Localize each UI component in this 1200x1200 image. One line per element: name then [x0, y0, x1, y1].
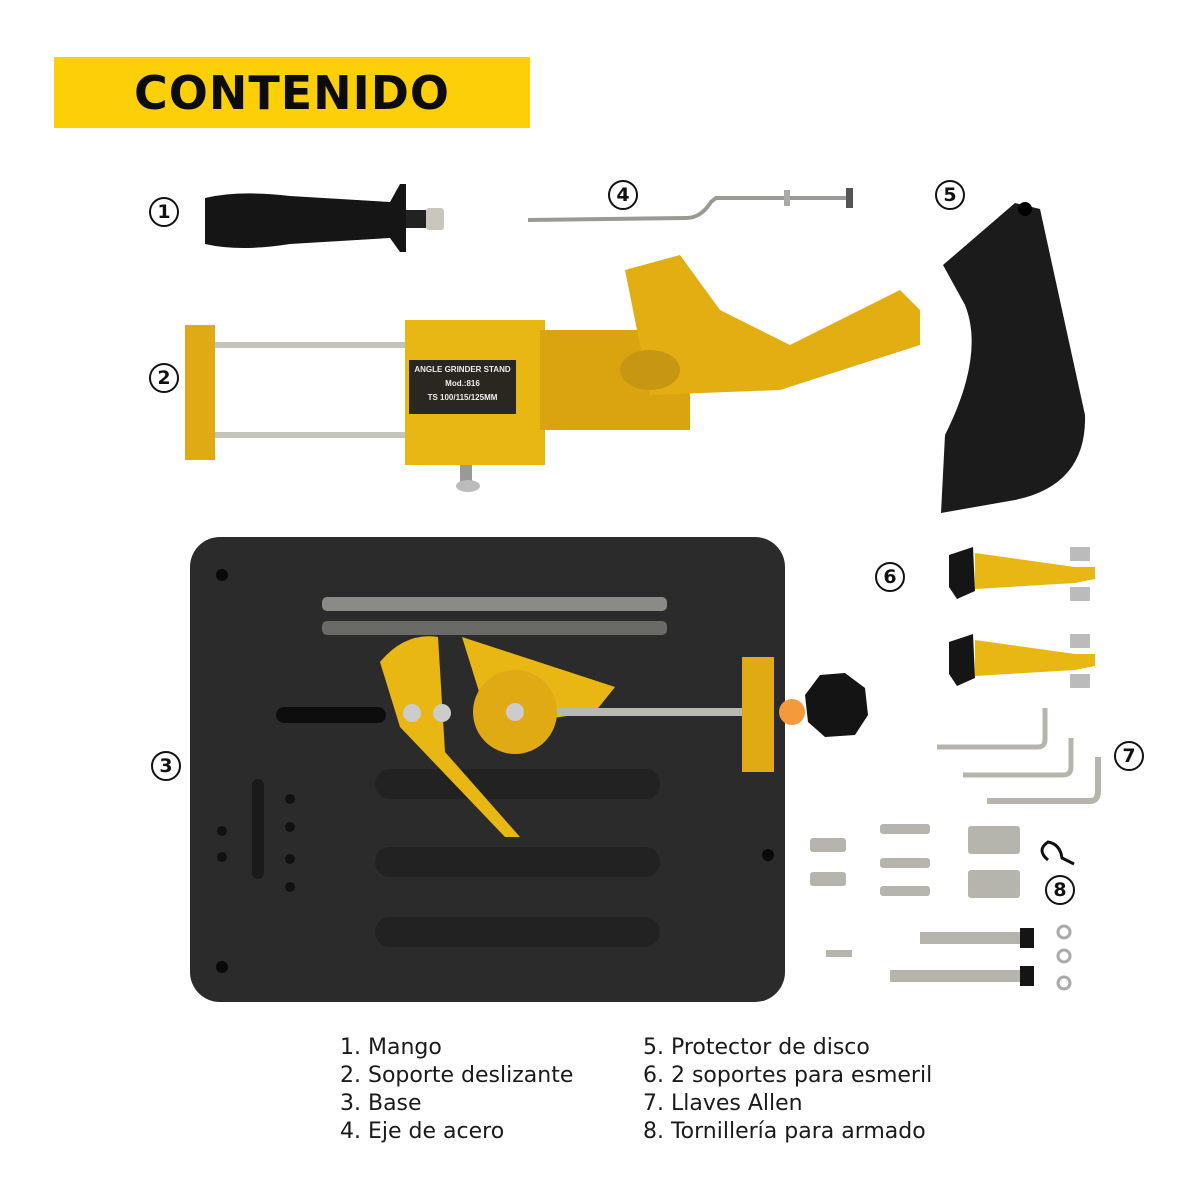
base-image — [190, 537, 805, 1002]
marker-3: 3 — [151, 751, 181, 781]
steel-rod-image — [527, 188, 853, 222]
header-banner: CONTENIDO — [54, 57, 530, 128]
legend-item-2: 2. Soporte deslizante — [340, 1063, 574, 1088]
grinder-support-image-2 — [949, 634, 1095, 688]
knob-icon — [805, 673, 868, 737]
legend-left: 1. Mango 2. Soporte deslizante 3. Base 4… — [340, 1034, 573, 1146]
disc-guard-image — [941, 202, 1086, 513]
product-label-size: TS 100/115/125MM — [427, 393, 498, 402]
legend-item-3: 3. Base — [340, 1091, 422, 1116]
allen-keys-image — [937, 708, 1101, 804]
sliding-support-image — [185, 255, 920, 492]
product-label-model: Mod.:816 — [445, 379, 480, 388]
handle-image — [205, 184, 444, 252]
product-label-plate: ANGLE GRINDER STAND Mod.:816 TS 100/115/… — [409, 360, 516, 414]
legend-item-1: 1. Mango — [340, 1035, 442, 1060]
hardware-image — [810, 824, 1075, 991]
product-label-title: ANGLE GRINDER STAND — [414, 365, 511, 374]
marker-5: 5 — [935, 180, 965, 210]
legend-item-5: 5. Protector de disco — [643, 1035, 870, 1060]
marker-4: 4 — [608, 180, 638, 210]
marker-2: 2 — [149, 363, 179, 393]
marker-8: 8 — [1045, 875, 1075, 905]
legend-item-8: 8. Tornillería para armado — [643, 1119, 926, 1144]
legend-item-6: 6. 2 soportes para esmeril — [643, 1063, 933, 1088]
grinder-support-image-1 — [949, 547, 1095, 601]
legend-right: 5. Protector de disco 6. 2 soportes para… — [643, 1034, 932, 1146]
marker-1: 1 — [149, 197, 179, 227]
legend-item-7: 7. Llaves Allen — [643, 1091, 803, 1116]
marker-7: 7 — [1114, 741, 1144, 771]
page-title: CONTENIDO — [133, 65, 451, 120]
marker-6: 6 — [875, 562, 905, 592]
legend-item-4: 4. Eje de acero — [340, 1119, 505, 1144]
